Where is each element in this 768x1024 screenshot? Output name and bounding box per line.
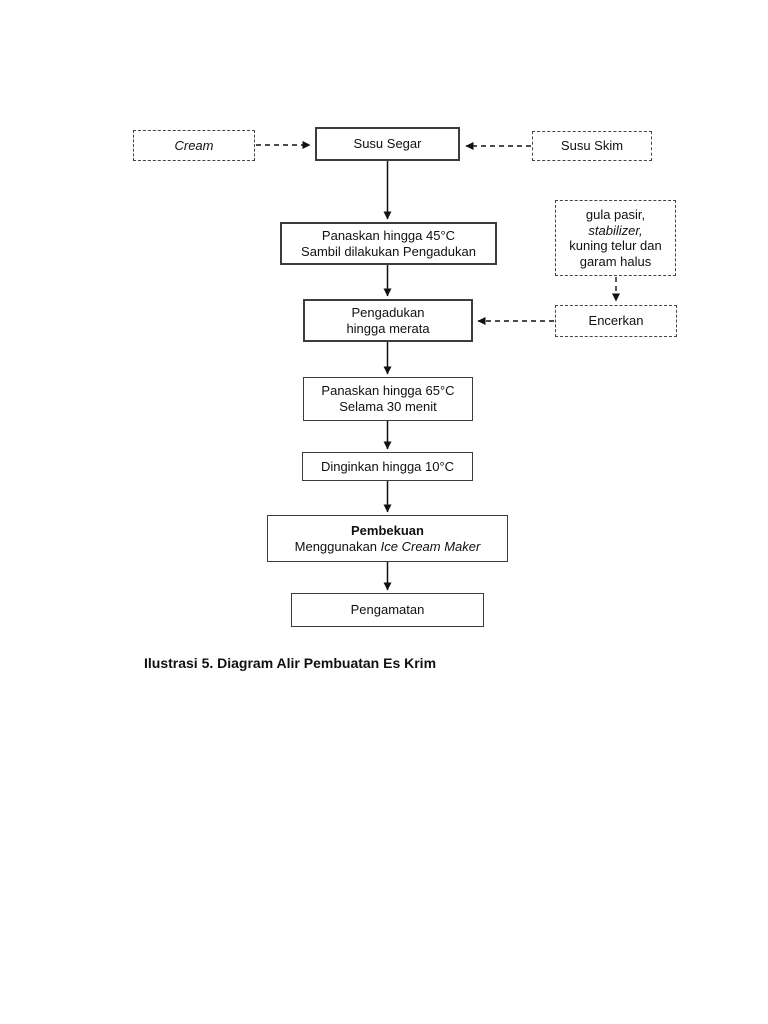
node-panaskan-65-line2: Selama 30 menit — [339, 399, 437, 414]
node-susu-segar: Susu Segar — [315, 127, 460, 161]
node-susu-segar-label: Susu Segar — [353, 136, 422, 151]
node-panaskan-65-line1: Panaskan hingga 65°C — [321, 383, 455, 398]
node-pengadukan: Pengadukan hingga merata — [303, 299, 473, 342]
node-bahan-tambahan: gula pasir, stabilizer, kuning telur dan… — [555, 200, 676, 276]
diagram-caption: Ilustrasi 5. Diagram Alir Pembuatan Es K… — [144, 655, 437, 671]
node-susu-skim: Susu Skim — [532, 131, 652, 161]
node-pengamatan: Pengamatan — [291, 593, 484, 627]
node-pembekuan: Pembekuan Menggunakan Ice Cream Maker — [267, 515, 508, 562]
node-bahan-line3: kuning telur dan — [569, 238, 662, 253]
node-pembekuan-line2-italic: Ice Cream Maker — [380, 538, 481, 554]
node-cream: Cream — [133, 130, 255, 161]
node-pengadukan-line2: hingga merata — [346, 320, 430, 336]
node-panaskan-45: Panaskan hingga 45°C Sambil dilakukan Pe… — [280, 222, 497, 265]
node-encerkan: Encerkan — [555, 305, 677, 337]
node-dinginkan-label: Dinginkan hingga 10°C — [320, 458, 455, 474]
node-pengamatan-label: Pengamatan — [350, 602, 425, 617]
node-panaskan-65: Panaskan hingga 65°C Selama 30 menit — [303, 377, 473, 421]
node-pembekuan-line2-prefix: Menggunakan — [294, 538, 381, 554]
node-panaskan-45-line2: Sambil dilakukan Pengadukan — [301, 243, 476, 259]
node-cream-label: Cream — [174, 137, 214, 153]
node-pembekuan-line2: Menggunakan Ice Cream Maker — [295, 539, 481, 555]
node-pembekuan-title: Pembekuan — [351, 522, 424, 538]
node-dinginkan: Dinginkan hingga 10°C — [302, 452, 473, 481]
node-bahan-line4: garam halus — [579, 253, 652, 269]
node-pengadukan-line1: Pengadukan — [351, 304, 425, 320]
node-susu-skim-label: Susu Skim — [560, 138, 624, 153]
node-bahan-line1: gula pasir, — [585, 207, 646, 222]
node-panaskan-45-line1: Panaskan hingga 45°C — [321, 227, 456, 243]
node-encerkan-label: Encerkan — [588, 313, 644, 328]
node-bahan-line2: stabilizer, — [588, 222, 643, 238]
